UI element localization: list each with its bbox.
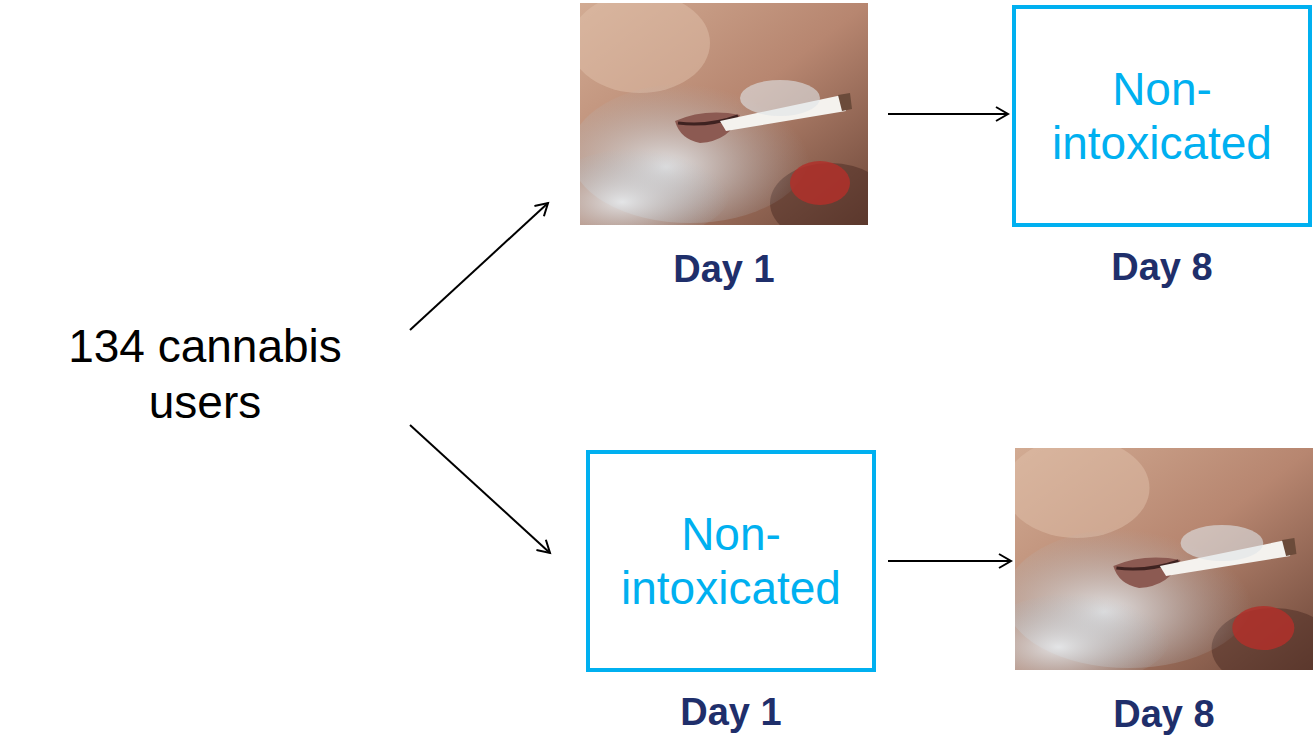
arrow-connector xyxy=(888,560,1011,562)
day-label: Day 1 xyxy=(540,247,908,291)
process-box: Non-intoxicatedDay 8 xyxy=(1012,5,1312,227)
day-label: Day 1 xyxy=(550,690,912,734)
photo-frame: Day 8 xyxy=(1015,448,1313,670)
box-text: Non-intoxicated xyxy=(1026,62,1298,170)
group-label: 134 cannabis users xyxy=(15,318,395,430)
day-label: Day 8 xyxy=(975,692,1316,736)
arrow-connector xyxy=(410,203,548,330)
day-label: Day 8 xyxy=(976,245,1316,289)
arrow-connector xyxy=(410,425,550,553)
group-text: 134 cannabis users xyxy=(15,318,395,430)
arrow-connector xyxy=(888,113,1008,115)
box-text: Non-intoxicated xyxy=(600,507,862,615)
process-box: Non-intoxicatedDay 1 xyxy=(586,450,876,672)
smoker-photo xyxy=(1015,448,1313,670)
photo-frame: Day 1 xyxy=(580,3,868,225)
smoker-photo xyxy=(580,3,868,225)
